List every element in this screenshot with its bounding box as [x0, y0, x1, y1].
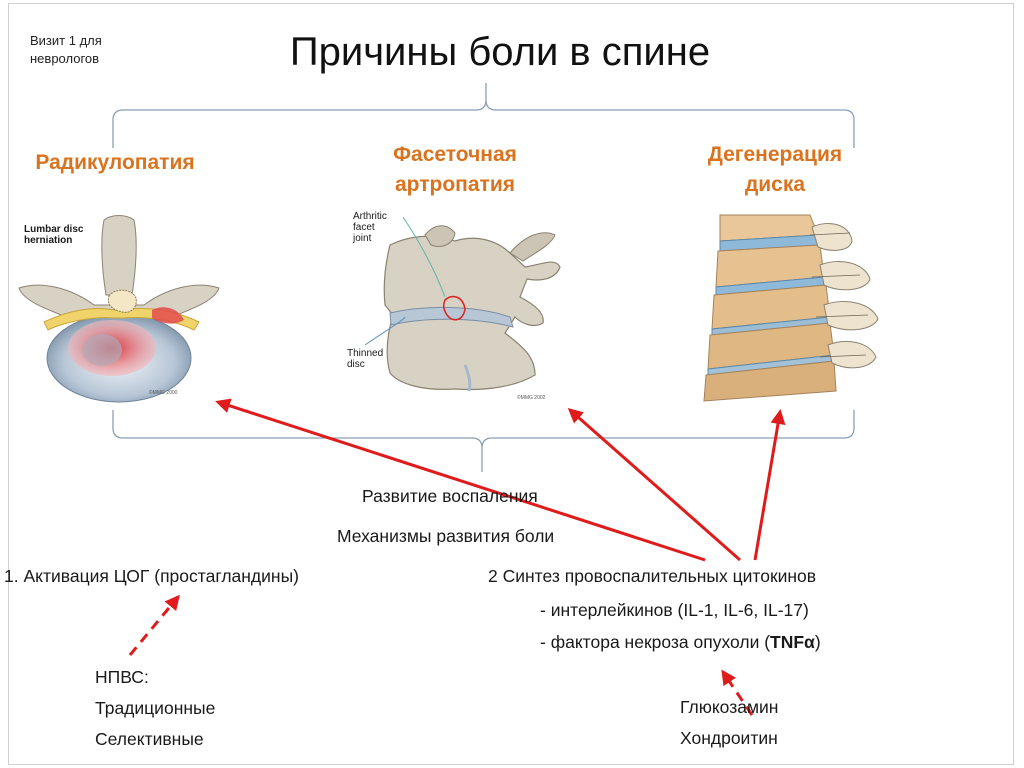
text-mechanism-cytokines: 2 Синтез провоспалительных цитокинов: [488, 566, 817, 586]
visit-note-line-2: неврологов: [30, 51, 100, 66]
visit-note: Визит 1 для неврологов: [30, 32, 150, 68]
text-cytokine-tnf: - фактора некроза опухоли (TNFα): [540, 632, 821, 653]
heading-radiculopathy: Радикулопатия: [10, 148, 220, 178]
label-arthritic-facet-joint: Arthritic facet joint: [353, 211, 387, 244]
figure-facet-arthropathy: Arthritic facet joint Thinned disc ©MMG …: [345, 205, 570, 405]
visit-note-line-1: Визит 1 для: [30, 33, 102, 48]
label-arthritic-line-2: facet: [353, 222, 375, 233]
copyright-figure-2: ©MMG 2002: [517, 395, 546, 401]
arrow-nsaid-to-cox: [128, 594, 180, 656]
nsaid-traditional: Традиционные: [95, 698, 216, 718]
label-thinned-line-1: Thinned: [347, 348, 384, 359]
slide-title: Причины боли в спине: [289, 30, 711, 74]
tnf-bold: TNFα: [770, 632, 815, 652]
red-arrows-to-causes: [215, 398, 786, 562]
label-arthritic-line-3: joint: [353, 233, 372, 244]
chondroitin: Хондроитин: [680, 728, 778, 748]
text-inflammation: Развитие воспаления: [362, 486, 538, 506]
nsaid-title: НПВС:: [95, 667, 149, 687]
arrow-chondro-to-cytokines: [721, 669, 754, 716]
copyright-figure-1: ©MMG 2000: [149, 390, 178, 396]
text-cytokine-interleukins: - интерлейкинов (IL-1, IL-6, IL-17): [540, 600, 809, 620]
tnf-prefix: - фактора некроза опухоли (: [540, 632, 771, 652]
arrow-to-radiculopathy: [215, 398, 706, 562]
heading-disc-line-2: диска: [744, 173, 806, 196]
label-lumbar-disc-herniation: Lumbar disc herniation: [24, 224, 83, 246]
nsaid-block: НПВС: Традиционные Селективные: [95, 662, 215, 755]
arrow-to-facet-arthropathy: [567, 408, 741, 562]
dashed-inhibition-arrows: [128, 594, 754, 716]
slide-frame: [8, 3, 1014, 765]
disc-degeneration-illustration: [703, 214, 879, 402]
bottom-bracket: [112, 410, 855, 472]
facet-arthropathy-illustration: [364, 216, 561, 392]
heading-radiculopathy-line-1: Радикулопатия: [35, 151, 195, 174]
heading-facet-arthropathy: Фасеточная артропатия: [350, 140, 560, 200]
heading-disc-degeneration: Дегенерация диска: [670, 140, 880, 200]
disc-herniation-illustration: [18, 215, 220, 403]
chondroprotector-block: Глюкозамин Хондроитин: [680, 692, 778, 754]
heading-disc-line-1: Дегенерация: [707, 143, 843, 166]
text-mechanism-cox: 1. Активация ЦОГ (простагландины): [4, 566, 299, 586]
text-pain-mechanisms: Механизмы развития боли: [337, 526, 555, 546]
glucosamine: Глюкозамин: [680, 697, 779, 717]
nsaid-selective: Селективные: [95, 729, 204, 749]
figure-disc-herniation: Lumbar disc herniation ©MMG 2000: [14, 210, 224, 405]
label-thinned-disc: Thinned disc: [347, 348, 383, 370]
label-lumbar-line-2: herniation: [24, 235, 73, 246]
heading-facet-line-2: артропатия: [395, 173, 515, 196]
arrow-to-disc-degeneration: [753, 409, 786, 561]
label-thinned-line-2: disc: [347, 359, 365, 370]
heading-facet-line-1: Фасеточная: [393, 143, 517, 166]
figure-disc-degeneration: [700, 205, 885, 405]
label-arthritic-line-1: Arthritic: [353, 211, 387, 222]
tnf-suffix: ): [814, 632, 821, 652]
label-lumbar-line-1: Lumbar disc: [24, 224, 84, 235]
top-bracket: [112, 83, 855, 148]
